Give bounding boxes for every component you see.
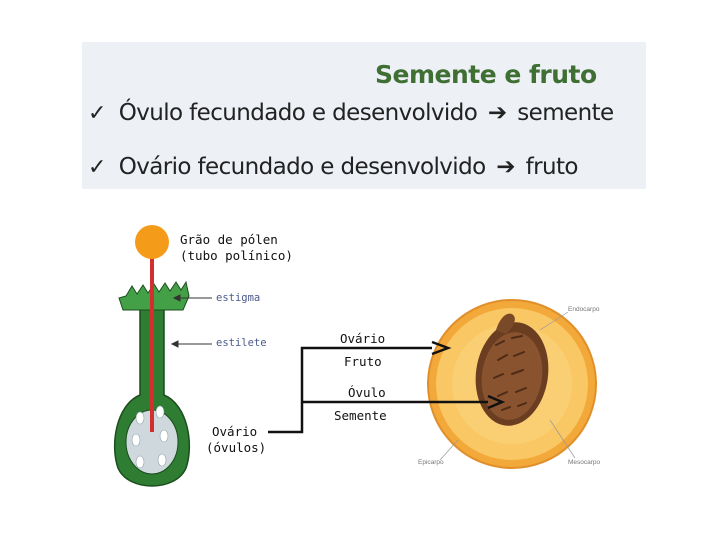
- label-style: estilete: [216, 337, 267, 349]
- label-ovary: Ovário: [212, 424, 257, 439]
- peach-fruit-illustration: [428, 300, 596, 468]
- pistil-illustration: [115, 225, 190, 486]
- label-mesocarp: Mesocarpo: [568, 459, 600, 466]
- label-ovary-stage: Ovário: [340, 331, 385, 346]
- label-seed-stage: Semente: [334, 408, 387, 423]
- label-ovule-stage: Óvulo: [348, 385, 386, 400]
- label-epicarp: Epicarpo: [418, 459, 444, 466]
- label-ovules: (óvulos): [206, 440, 266, 455]
- label-endocarp: Endocarpo: [568, 306, 599, 313]
- label-pollen-grain: Grão de pólen: [180, 232, 278, 247]
- label-fruit-stage: Fruto: [344, 354, 382, 369]
- label-stigma: estigma: [216, 292, 260, 304]
- label-pollen-tube: (tubo polínico): [180, 248, 293, 263]
